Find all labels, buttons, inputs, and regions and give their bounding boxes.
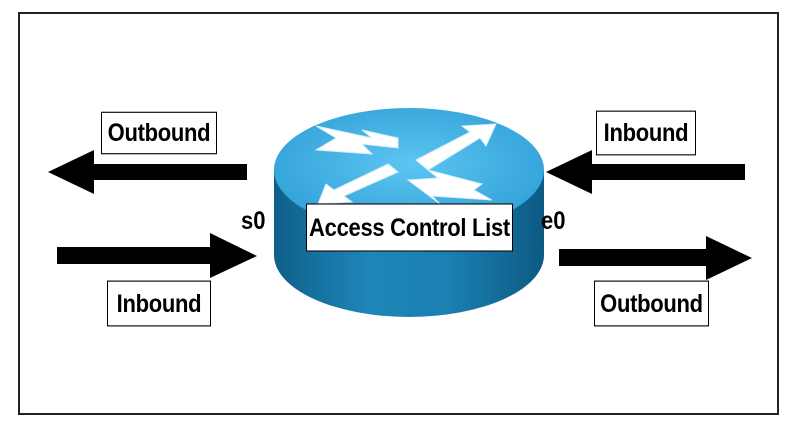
left-outbound-arrow	[48, 150, 247, 194]
left-inbound-arrow	[57, 233, 257, 278]
router-arrows-icon	[314, 123, 497, 205]
right-outbound-arrow	[559, 236, 752, 280]
diagram-frame	[18, 12, 779, 415]
router-label: Access Control List	[306, 203, 513, 252]
right-inbound-arrow	[546, 150, 745, 194]
arrow-icon	[48, 150, 752, 280]
left-port-label: s0	[241, 206, 266, 235]
left-outbound-label: Outbound	[101, 111, 217, 155]
right-outbound-label: Outbound	[594, 280, 709, 327]
right-inbound-label: Inbound	[596, 110, 696, 156]
left-inbound-label: Inbound	[107, 280, 211, 327]
right-port-label: e0	[541, 206, 566, 235]
